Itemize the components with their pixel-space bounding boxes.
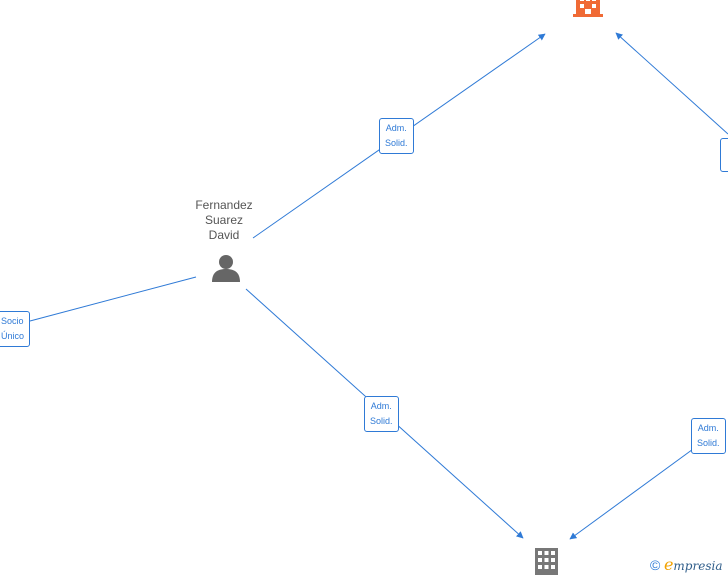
edge-label-line: Único (1, 331, 25, 341)
edge-label-line: Adm. (370, 401, 392, 411)
edge-label-line: Solid. (697, 438, 720, 448)
edge-label-line: Adm. (697, 423, 719, 433)
edge-label-adm-solid[interactable]: Adm. Solid. (379, 118, 414, 154)
edge-label-line: Solid. (370, 416, 393, 426)
edge-label-socio-unico[interactable]: Socio Único (0, 311, 31, 347)
edge-person-to-left (29, 276, 197, 322)
edge-right-to-bottom-company (569, 443, 701, 540)
footer-brand: © empresia (650, 555, 722, 574)
edge-label-line: Adm. (385, 123, 407, 133)
edge-label-adm-solid[interactable]: Adm. Solid. (691, 418, 726, 454)
building-icon (535, 548, 558, 575)
edge-label-adm-solid[interactable]: Adm. Solid. (364, 396, 399, 432)
edge-right-to-top-company (615, 32, 728, 135)
person-name[interactable]: Fernandez Suarez David (174, 198, 274, 243)
person-name-line: David (208, 228, 240, 242)
edge-label-line: Solid. (385, 138, 408, 148)
brand-logo-text: mpresia (673, 559, 723, 573)
person-name-line: Fernandez (195, 198, 253, 212)
copyright-symbol: © (650, 557, 661, 573)
edge-label-clipped[interactable] (720, 138, 728, 172)
edge-label-line: Socio (1, 316, 24, 326)
brand-logo-initial: e (663, 555, 674, 574)
building-icon (573, 0, 603, 17)
person-icon[interactable] (212, 255, 240, 282)
person-name-line: Suarez (204, 213, 244, 227)
